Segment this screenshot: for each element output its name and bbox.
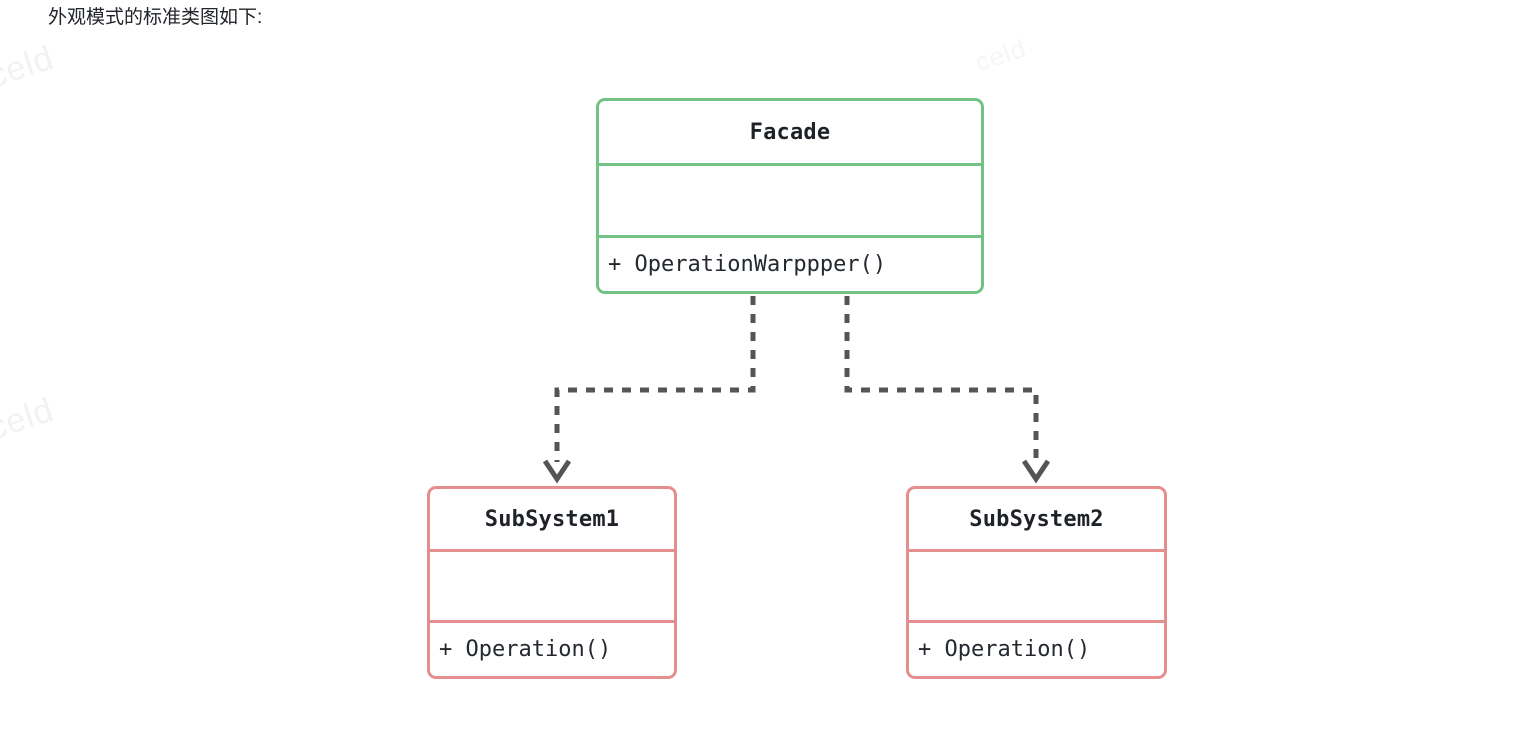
class-name-subsystem1: SubSystem1 <box>484 506 620 532</box>
operations-compartment-facade: + OperationWarppper() <box>599 238 981 291</box>
operation-item: + Operation() <box>918 636 1091 662</box>
class-name-facade: Facade <box>749 119 831 145</box>
page-title: 外观模式的标准类图如下: <box>48 7 263 28</box>
operations-compartment-subsystem2: + Operation() <box>909 623 1164 676</box>
operation-item: + Operation() <box>439 636 612 662</box>
attributes-compartment-subsystem2 <box>909 549 1164 623</box>
attributes-compartment-facade <box>599 163 981 238</box>
attributes-compartment-subsystem1 <box>430 549 674 623</box>
arrowhead-subsystem2 <box>1021 459 1051 484</box>
uml-class-subsystem2[interactable]: SubSystem2 + Operation() <box>906 486 1167 679</box>
arrowhead-subsystem1 <box>542 459 572 484</box>
dependency-arrow-subsystem1 <box>554 296 756 462</box>
operations-compartment-subsystem1: + Operation() <box>430 623 674 676</box>
uml-class-facade[interactable]: Facade + OperationWarppper() <box>596 98 984 294</box>
dependency-arrow-subsystem2 <box>844 296 1039 462</box>
class-name-subsystem2: SubSystem2 <box>969 506 1104 532</box>
uml-class-subsystem1[interactable]: SubSystem1 + Operation() <box>427 486 677 679</box>
operation-item: + OperationWarppper() <box>608 251 887 277</box>
